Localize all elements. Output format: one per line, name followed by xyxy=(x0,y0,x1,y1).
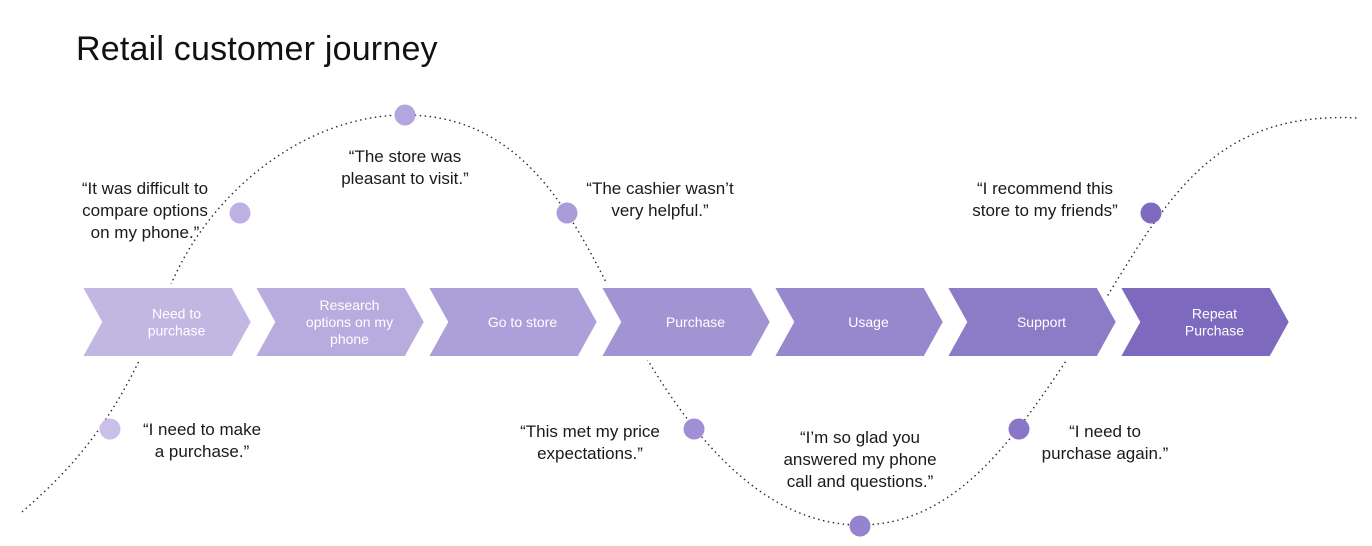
dot-recommend xyxy=(1140,202,1162,224)
quote-phone-support: “I’m so glad you answered my phone call … xyxy=(783,428,937,491)
stage-usage-chevron xyxy=(768,284,948,360)
stage-purchase-label: Purchase xyxy=(666,314,725,330)
curve-dots xyxy=(99,104,1162,537)
quote-recommend: “I recommend this store to my friends” xyxy=(972,179,1118,220)
stage-go-to-store-label: Go to store xyxy=(488,314,557,330)
quote-price-expectations: “This met my price expectations.” xyxy=(520,422,660,463)
stage-support-chevron xyxy=(941,284,1121,360)
quote-cashier: “The cashier wasn’t very helpful.” xyxy=(586,179,734,220)
dot-store xyxy=(394,104,416,126)
stage-go-to-store-chevron xyxy=(422,284,602,360)
stage-research-options-chevron xyxy=(249,284,429,360)
dot-cashier xyxy=(556,202,578,224)
dot-price xyxy=(683,418,705,440)
dot-phone xyxy=(849,515,871,537)
stage-support-label: Support xyxy=(1017,314,1066,330)
stage-usage-label: Usage xyxy=(848,314,889,330)
stage-need-to-purchase-chevron xyxy=(76,284,256,360)
dot-again xyxy=(1008,418,1030,440)
quote-store-visit: “The store was pleasant to visit.” xyxy=(341,147,469,188)
quote-repeat-purchase: “I need to purchase again.” xyxy=(1041,422,1169,463)
stage-purchase-chevron xyxy=(595,284,775,360)
diagram-title: Retail customer journey xyxy=(76,30,438,68)
dot-research xyxy=(229,202,251,224)
stage-repeat-purchase-chevron xyxy=(1114,284,1294,360)
quote-research-options: “It was difficult to compare options on … xyxy=(81,179,209,242)
quote-need-to-purchase: “I need to make a purchase.” xyxy=(142,420,262,461)
dot-need xyxy=(99,418,121,440)
